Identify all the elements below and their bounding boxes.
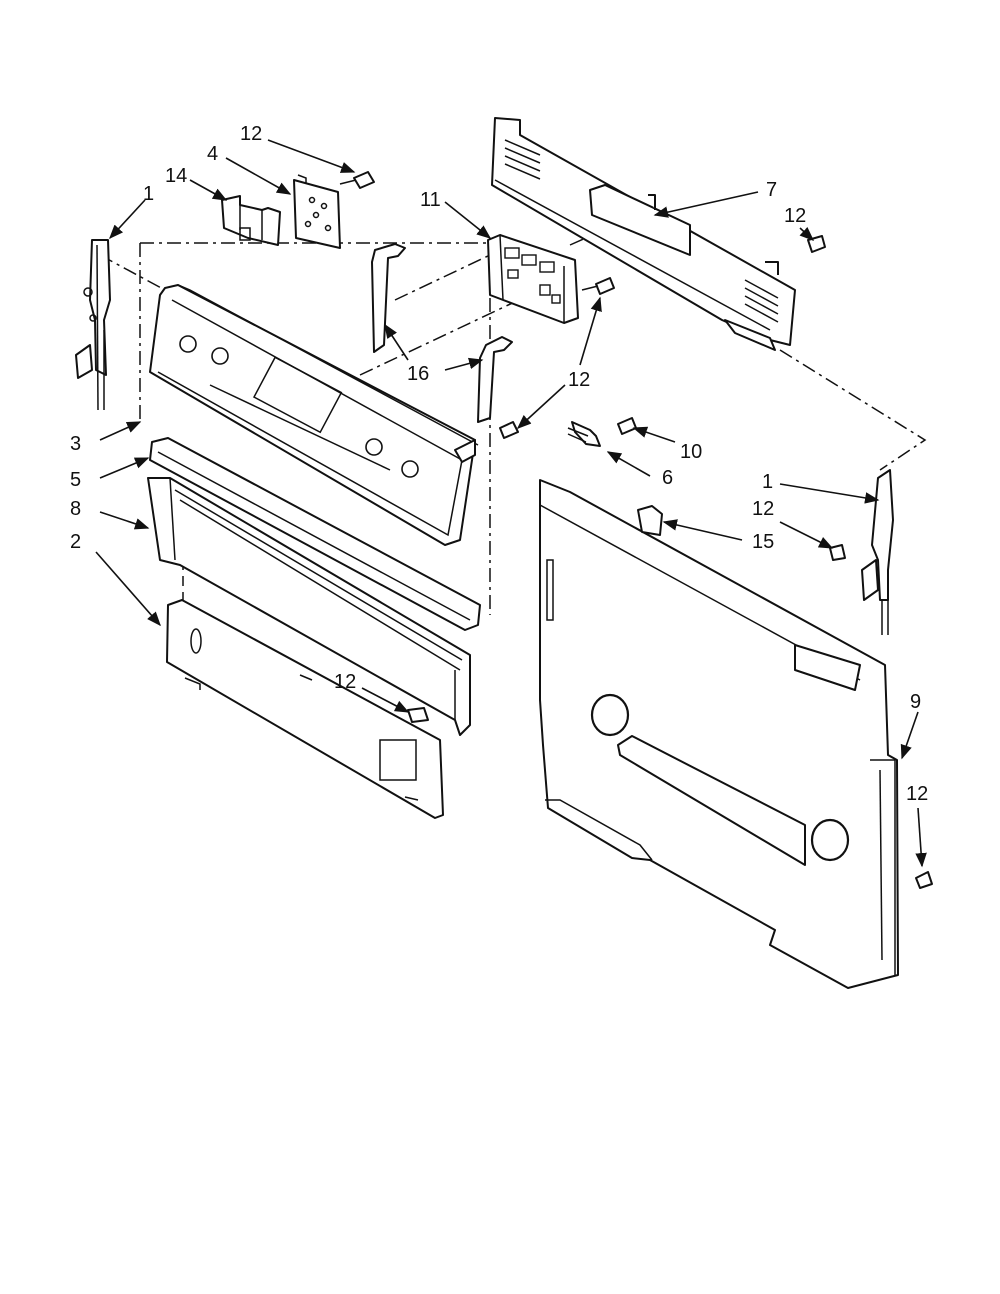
- callout-labels: 12 4 14 1 11 7 12 16 12 3 10 5 6 1 8 12 …: [70, 123, 928, 805]
- callout-4: 4: [207, 143, 218, 165]
- screw-bottom-right: [915, 871, 933, 889]
- control-board-small: [293, 174, 341, 249]
- alignment-lines: [99, 224, 927, 615]
- callout-12-lower: 12: [334, 671, 356, 693]
- screw-top: [339, 171, 375, 189]
- side-panel: [539, 479, 899, 989]
- callout-3: 3: [70, 433, 81, 455]
- callout-2: 2: [70, 531, 81, 553]
- callout-10: 10: [680, 441, 702, 463]
- switch-bracket: [221, 195, 281, 246]
- rear-vented-panel: [491, 117, 796, 351]
- callout-8: 8: [70, 498, 81, 520]
- right-end-bracket: [861, 469, 894, 635]
- support-channel: [147, 477, 471, 736]
- left-end-bracket: [75, 239, 111, 411]
- callout-12-top: 12: [240, 123, 262, 145]
- callout-12-rear: 12: [784, 205, 806, 227]
- screw-control: [581, 277, 615, 295]
- lower-access-panel: [166, 599, 444, 819]
- retainer-clips: [371, 243, 513, 423]
- screw-right: [829, 544, 846, 561]
- callout-11: 11: [420, 189, 441, 211]
- electronic-control-board: [487, 234, 579, 324]
- callout-7: 7: [766, 179, 777, 201]
- trim-strip: [149, 437, 481, 631]
- callout-1-right: 1: [762, 471, 773, 493]
- callout-12-bottom-right: 12: [906, 783, 928, 805]
- small-clip: [567, 417, 637, 447]
- screw-console: [499, 421, 519, 439]
- callout-12-right: 12: [752, 498, 774, 520]
- callout-12-console: 12: [568, 369, 590, 391]
- leader-lines: [95, 139, 927, 868]
- callout-5: 5: [70, 469, 81, 491]
- panel-clip: [637, 505, 663, 536]
- screw-lower: [407, 707, 429, 723]
- callout-1-left: 1: [143, 183, 154, 205]
- callout-15: 15: [752, 531, 774, 553]
- callout-6: 6: [662, 467, 673, 489]
- callout-14: 14: [165, 165, 187, 187]
- callout-16: 16: [407, 363, 429, 385]
- control-panel-console: [149, 284, 479, 546]
- callout-9: 9: [910, 691, 921, 713]
